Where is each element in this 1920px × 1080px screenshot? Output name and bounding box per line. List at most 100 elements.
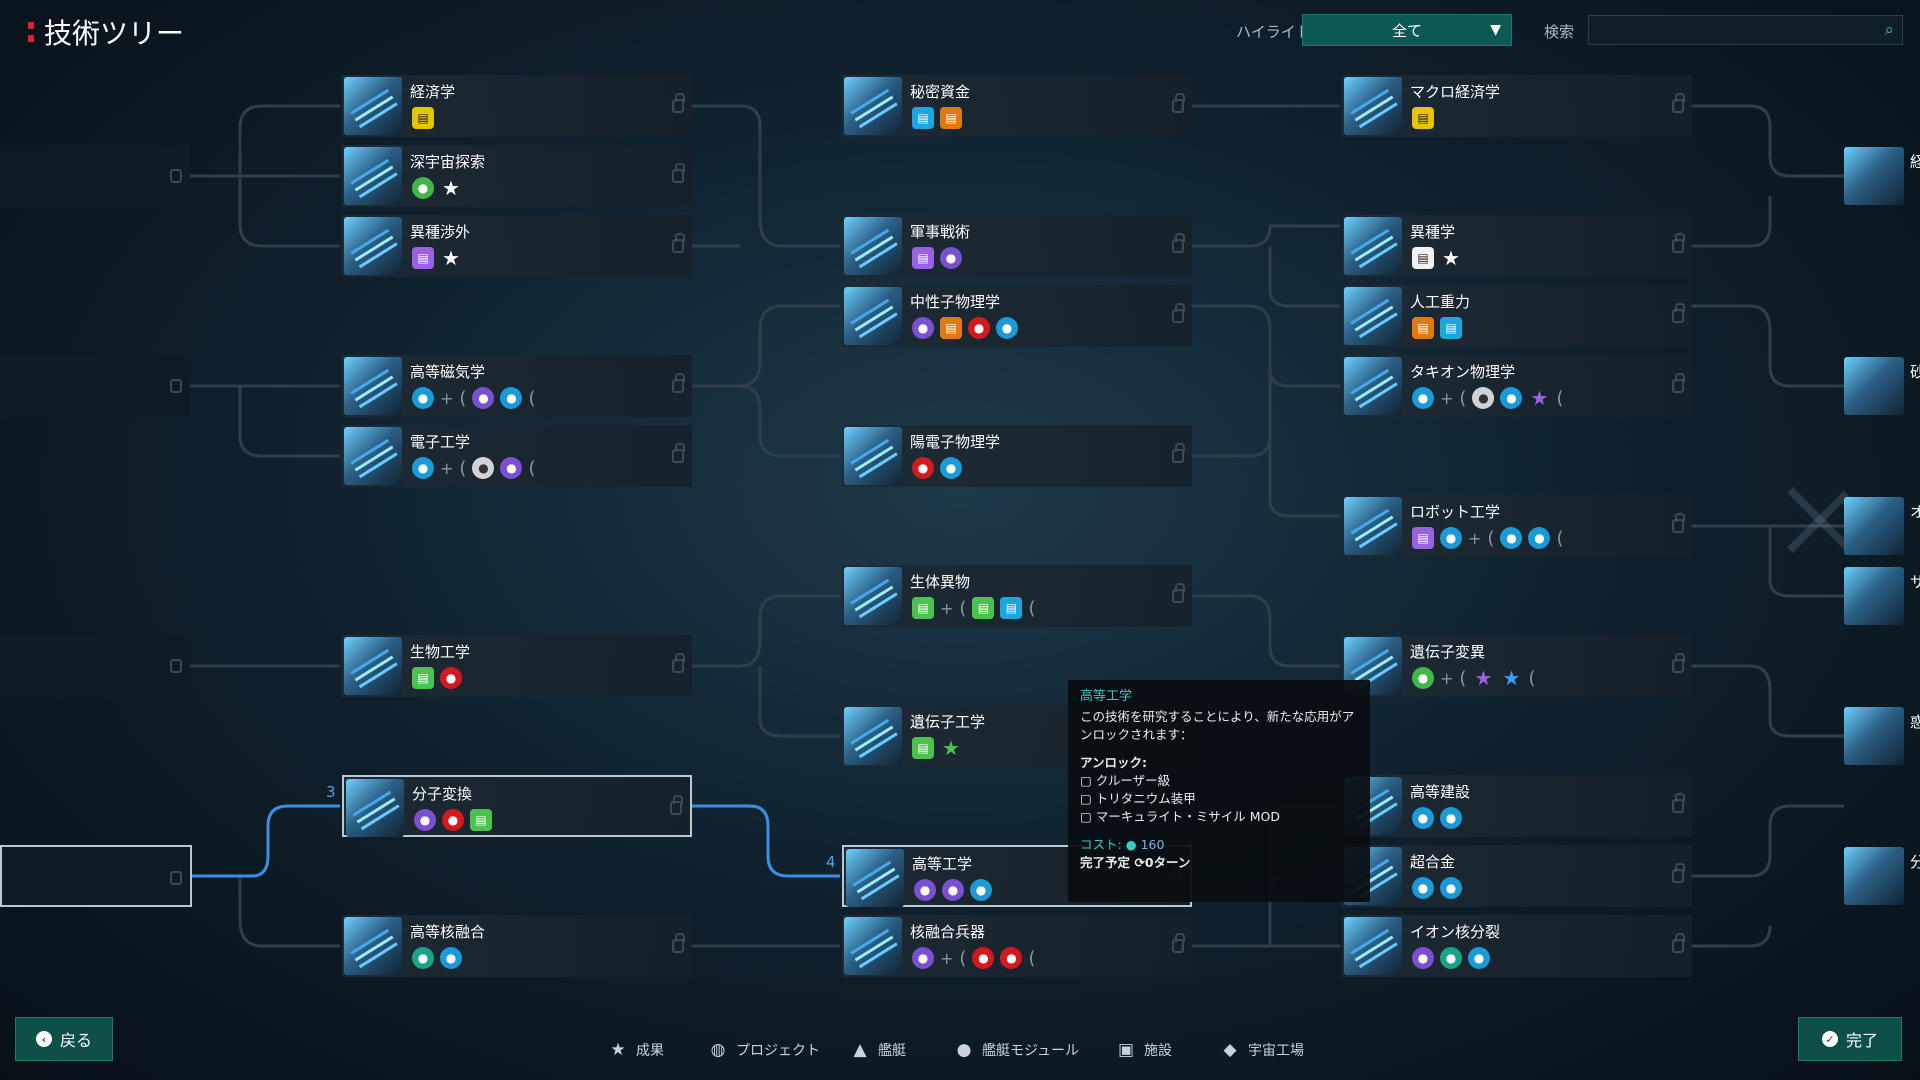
- star-icon: ★: [442, 246, 460, 270]
- building-icon: ▤: [912, 107, 934, 129]
- tech-node[interactable]: 核融合兵器●+(●●(: [842, 915, 1192, 977]
- tech-node-offscreen[interactable]: [0, 635, 190, 697]
- lock-icon: [1172, 583, 1185, 603]
- tech-node[interactable]: 陽電子物理学●●: [842, 425, 1192, 487]
- tech-thumbnail[interactable]: [1844, 847, 1904, 905]
- tech-unlock-icons: ●+(★★(: [1412, 666, 1535, 690]
- tech-tooltip: 高等工学 この技術を研究することにより、新たな応用がアンロックされます： アンロ…: [1068, 680, 1370, 902]
- done-button-label: 完了: [1845, 1031, 1878, 1050]
- tech-unlock-icons: ▤★: [412, 246, 462, 270]
- tech-thumbnail: [1344, 287, 1402, 345]
- tech-thumbnail[interactable]: [1844, 147, 1904, 205]
- tech-unlock-icons: ▤★: [912, 736, 962, 760]
- tech-node[interactable]: 中性子物理学●▤●●: [842, 285, 1192, 347]
- ship-icon: ●: [440, 947, 462, 969]
- tech-node[interactable]: 高等磁気学●+(●●(: [342, 355, 692, 417]
- tooltip-eta: 完了予定 ⟳0ターン: [1080, 855, 1191, 870]
- lock-icon: [672, 933, 685, 953]
- lock-icon: [1172, 93, 1185, 113]
- tech-thumbnail: [846, 849, 904, 907]
- tech-unlock-icons: ●●: [912, 457, 962, 479]
- ship-icon: ●: [1468, 947, 1490, 969]
- tech-node[interactable]: 人工重力▤▤: [1342, 285, 1692, 347]
- tech-thumbnail: [844, 287, 902, 345]
- tech-node[interactable]: マクロ経済学▤: [1342, 75, 1692, 137]
- lock-icon: [1672, 933, 1685, 953]
- tech-node[interactable]: 経済学 ▤: [342, 75, 692, 137]
- tech-node-offscreen[interactable]: [0, 355, 190, 417]
- tech-name: 経済学: [410, 83, 456, 101]
- lock-icon: [672, 163, 685, 183]
- star-icon: ★: [610, 1040, 626, 1060]
- ship-icon: ●: [500, 457, 523, 479]
- tier-number: 4: [826, 853, 836, 871]
- tech-node[interactable]: 深宇宙探索●★: [342, 145, 692, 207]
- search-icon[interactable]: ⌕: [1884, 20, 1894, 40]
- lock-icon: [1672, 513, 1685, 533]
- tech-node[interactable]: 生体異物▤+(▤▤(: [842, 565, 1192, 627]
- tech-unlock-icons: ●▤●●: [912, 317, 1018, 339]
- back-button[interactable]: ‹ 戻る: [15, 1017, 113, 1061]
- tech-name: 核融合兵器: [910, 923, 986, 941]
- tech-name: 遺伝子工学: [910, 713, 986, 731]
- building-icon: ▤: [1000, 597, 1023, 619]
- title-marker-icon: [28, 22, 34, 42]
- plus-icon: +: [940, 948, 954, 968]
- lock-icon: [1172, 933, 1185, 953]
- tech-node[interactable]: 超合金●●: [1342, 845, 1692, 907]
- done-button[interactable]: ✓ 完了: [1798, 1017, 1902, 1061]
- tech-name: マクロ経済学: [1410, 83, 1501, 101]
- lock-icon: [670, 795, 683, 815]
- ship-icon: ●: [412, 387, 434, 409]
- tech-unlock-icons: ▤▤: [912, 107, 962, 129]
- ship-icon: ●: [412, 177, 434, 199]
- tech-thumbnail[interactable]: [1844, 567, 1904, 625]
- building-icon: ▤: [412, 107, 434, 129]
- star-icon: ★: [1442, 246, 1460, 270]
- tech-node-offscreen[interactable]: [0, 145, 190, 207]
- star-icon: ★: [942, 736, 960, 760]
- bracket-icon: (: [959, 947, 967, 969]
- tech-thumbnail: [344, 427, 402, 485]
- highlight-dropdown[interactable]: 全て ▼: [1302, 14, 1512, 46]
- ship-icon: ●: [912, 317, 934, 339]
- tech-node[interactable]: 電子工学●+(●●(: [342, 425, 692, 487]
- search-input[interactable]: ⌕: [1588, 15, 1903, 45]
- tech-node[interactable]: タキオン物理学●+(●●★(: [1342, 355, 1692, 417]
- tech-name: 高等建設: [1410, 783, 1471, 801]
- tech-node[interactable]: ロボット工学▤●+(●●(: [1342, 495, 1692, 557]
- tooltip-title: 高等工学: [1080, 689, 1133, 704]
- tech-thumbnail[interactable]: [1844, 357, 1904, 415]
- ship-icon: ●: [500, 387, 523, 409]
- tech-node[interactable]: 異種渉外▤★: [342, 215, 692, 277]
- tech-node[interactable]: イオン核分裂●●●: [1342, 915, 1692, 977]
- lock-icon: [170, 169, 182, 183]
- star-icon: ★: [1530, 386, 1549, 410]
- ship-icon: ●: [914, 879, 936, 901]
- tech-name: 生体異物: [910, 573, 971, 591]
- tech-node[interactable]: 高等建設●●: [1342, 775, 1692, 837]
- bracket-icon: (: [959, 597, 967, 619]
- star-icon: ★: [442, 176, 460, 200]
- building-icon: ▤: [412, 247, 434, 269]
- tech-node[interactable]: 秘密資金▤▤: [842, 75, 1192, 137]
- tech-node[interactable]: 軍事戦術▤●: [842, 215, 1192, 277]
- tech-unlock-icons: ●+(●●★(: [1412, 386, 1563, 410]
- scroll-right-chevron-icon[interactable]: [1790, 450, 1850, 590]
- tech-name: 超合金: [1410, 853, 1456, 871]
- tech-node-offscreen-selected[interactable]: [0, 845, 192, 907]
- tech-thumbnail: [344, 77, 402, 135]
- tech-node[interactable]: 生物工学▤●: [342, 635, 692, 697]
- tech-node[interactable]: 高等核融合●●: [342, 915, 692, 977]
- tech-node[interactable]: 異種学▤★: [1342, 215, 1692, 277]
- tech-node[interactable]: 遺伝子変異●+(★★(: [1342, 635, 1692, 697]
- building-icon: ▤: [912, 737, 934, 759]
- tech-thumbnail[interactable]: [1844, 497, 1904, 555]
- highlight-dropdown-value: 全て: [1391, 21, 1422, 40]
- back-button-label: 戻る: [59, 1031, 92, 1050]
- tech-name: 異種渉外: [410, 223, 471, 241]
- tech-thumbnail[interactable]: [1844, 707, 1904, 765]
- tech-unlock-icons: ▤●: [412, 667, 462, 689]
- check-icon: ✓: [1821, 1031, 1838, 1047]
